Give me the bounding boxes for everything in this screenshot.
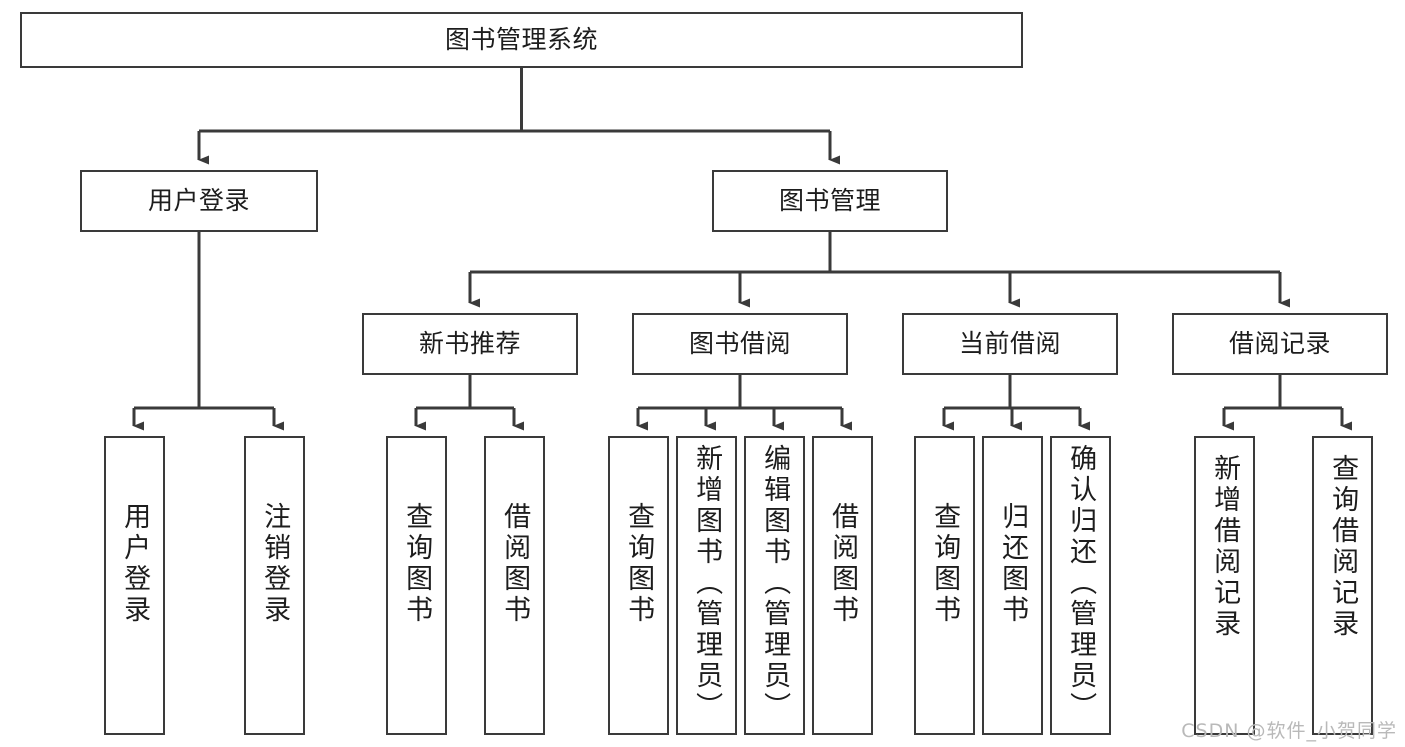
node-leaf-edit-book-label: 编辑图书（管理员） bbox=[759, 444, 791, 723]
node-leaf-query-book-current[interactable]: 查询图书 bbox=[914, 436, 975, 735]
node-borrow-record[interactable]: 借阅记录 bbox=[1172, 313, 1388, 375]
node-current-borrow-label: 当前借阅 bbox=[958, 329, 1061, 359]
node-leaf-query-book-recommend-label: 查询图书 bbox=[401, 502, 433, 626]
node-leaf-return-book-label: 归还图书 bbox=[997, 502, 1029, 626]
node-leaf-user-login-label: 用户登录 bbox=[119, 502, 151, 626]
node-book-borrow-label: 图书借阅 bbox=[688, 329, 791, 359]
node-leaf-user-logout[interactable]: 注销登录 bbox=[244, 436, 305, 735]
node-new-book-recommend[interactable]: 新书推荐 bbox=[362, 313, 578, 375]
node-leaf-query-book-borrow-label: 查询图书 bbox=[623, 502, 655, 626]
node-leaf-user-login[interactable]: 用户登录 bbox=[104, 436, 165, 735]
node-leaf-edit-book[interactable]: 编辑图书（管理员） bbox=[744, 436, 805, 735]
node-borrow-record-label: 借阅记录 bbox=[1228, 329, 1331, 359]
node-root[interactable]: 图书管理系统 bbox=[20, 12, 1023, 68]
node-leaf-add-borrow-record-label: 新增借阅记录 bbox=[1209, 454, 1241, 640]
node-leaf-borrow-book-label: 借阅图书 bbox=[827, 502, 859, 626]
node-current-borrow[interactable]: 当前借阅 bbox=[902, 313, 1118, 375]
csdn-watermark: CSDN @软件_小贺同学 bbox=[1181, 720, 1397, 742]
node-book-borrow[interactable]: 图书借阅 bbox=[632, 313, 848, 375]
node-new-book-recommend-label: 新书推荐 bbox=[418, 329, 521, 359]
node-leaf-query-book-current-label: 查询图书 bbox=[929, 502, 961, 626]
node-book-manage-label: 图书管理 bbox=[778, 186, 881, 216]
node-user-login-label: 用户登录 bbox=[147, 186, 250, 216]
node-leaf-return-book[interactable]: 归还图书 bbox=[982, 436, 1043, 735]
node-leaf-borrow-book-recommend-label: 借阅图书 bbox=[499, 502, 531, 626]
node-book-manage[interactable]: 图书管理 bbox=[712, 170, 948, 232]
node-leaf-query-book-borrow[interactable]: 查询图书 bbox=[608, 436, 669, 735]
node-leaf-user-logout-label: 注销登录 bbox=[259, 502, 291, 626]
node-root-label: 图书管理系统 bbox=[444, 25, 598, 55]
node-leaf-borrow-book-recommend[interactable]: 借阅图书 bbox=[484, 436, 545, 735]
node-leaf-query-borrow-record-label: 查询借阅记录 bbox=[1327, 454, 1359, 640]
node-user-login[interactable]: 用户登录 bbox=[80, 170, 318, 232]
node-leaf-query-book-recommend[interactable]: 查询图书 bbox=[386, 436, 447, 735]
node-leaf-confirm-return[interactable]: 确认归还（管理员） bbox=[1050, 436, 1111, 735]
node-leaf-add-book-label: 新增图书（管理员） bbox=[691, 444, 723, 723]
node-leaf-add-borrow-record[interactable]: 新增借阅记录 bbox=[1194, 436, 1255, 735]
node-leaf-borrow-book[interactable]: 借阅图书 bbox=[812, 436, 873, 735]
node-leaf-confirm-return-label: 确认归还（管理员） bbox=[1065, 444, 1097, 723]
node-leaf-query-borrow-record[interactable]: 查询借阅记录 bbox=[1312, 436, 1373, 735]
node-leaf-add-book[interactable]: 新增图书（管理员） bbox=[676, 436, 737, 735]
